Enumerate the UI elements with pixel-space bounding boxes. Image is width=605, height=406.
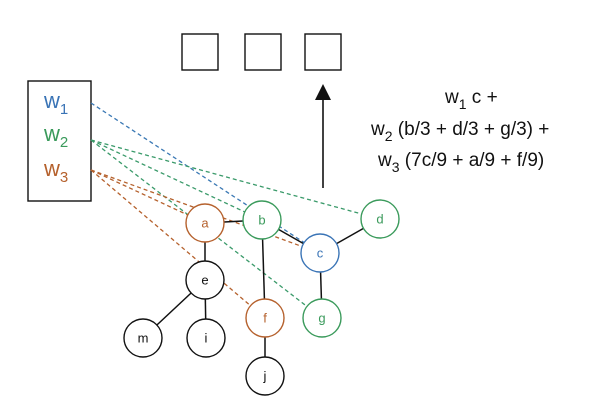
node-circle [360,199,400,239]
node-a: a [185,203,225,243]
node-circle [123,318,163,358]
edge-w3-a [90,169,189,216]
weight-base: w [43,156,60,181]
node-circle [245,298,285,338]
weight-base: w [43,88,60,113]
tree-nodes: a b c d e f g m i j [123,199,400,396]
node-label: e [201,273,208,288]
node-c: c [300,233,340,273]
node-circle [185,260,225,300]
output-box-3 [304,33,342,71]
weight-base: w [43,121,60,146]
weight-sub: 3 [60,169,68,186]
edge-w3-f [90,169,251,307]
node-circle [245,356,285,396]
node-label: j [263,369,267,384]
node-circle [185,203,225,243]
node-label: g [318,311,325,326]
tree-edges [142,218,381,376]
node-label: i [205,331,208,346]
formula-line-2: w2 (b/3 + d/3 + g/3) + [370,119,549,144]
node-label: a [201,216,209,231]
node-circle [242,200,282,240]
output-boxes [181,33,342,71]
weight-sub: 1 [60,101,68,118]
edge-w2-d [90,139,362,215]
formula-line-3: w3 (7c/9 + a/9 + f/9) [377,150,544,175]
node-f: f [245,298,285,338]
output-box-2 [244,33,282,71]
node-b: b [242,200,282,240]
weight-sub: 2 [60,134,68,151]
node-i: i [186,318,226,358]
node-d: d [360,199,400,239]
node-m: m [123,318,163,358]
formula-line-1: w1 c + [444,87,498,112]
node-circle [300,233,340,273]
node-label: m [138,331,149,346]
weight-w1: w1 [43,88,68,118]
edge-w2-b [90,139,246,213]
node-circle [186,318,226,358]
node-label: c [317,246,324,261]
node-j: j [245,356,285,396]
formula: w1 c + w2 (b/3 + d/3 + g/3) + w3 (7c/9 +… [370,87,549,175]
weight-w3: w3 [43,156,68,186]
output-box-1 [181,33,219,71]
node-circle [302,298,342,338]
weight-w2: w2 [43,121,68,151]
node-label: b [258,213,265,228]
node-g: g [302,298,342,338]
weights-box [27,80,92,202]
node-e: e [185,260,225,300]
node-label: f [263,311,267,326]
node-label: d [376,212,383,227]
